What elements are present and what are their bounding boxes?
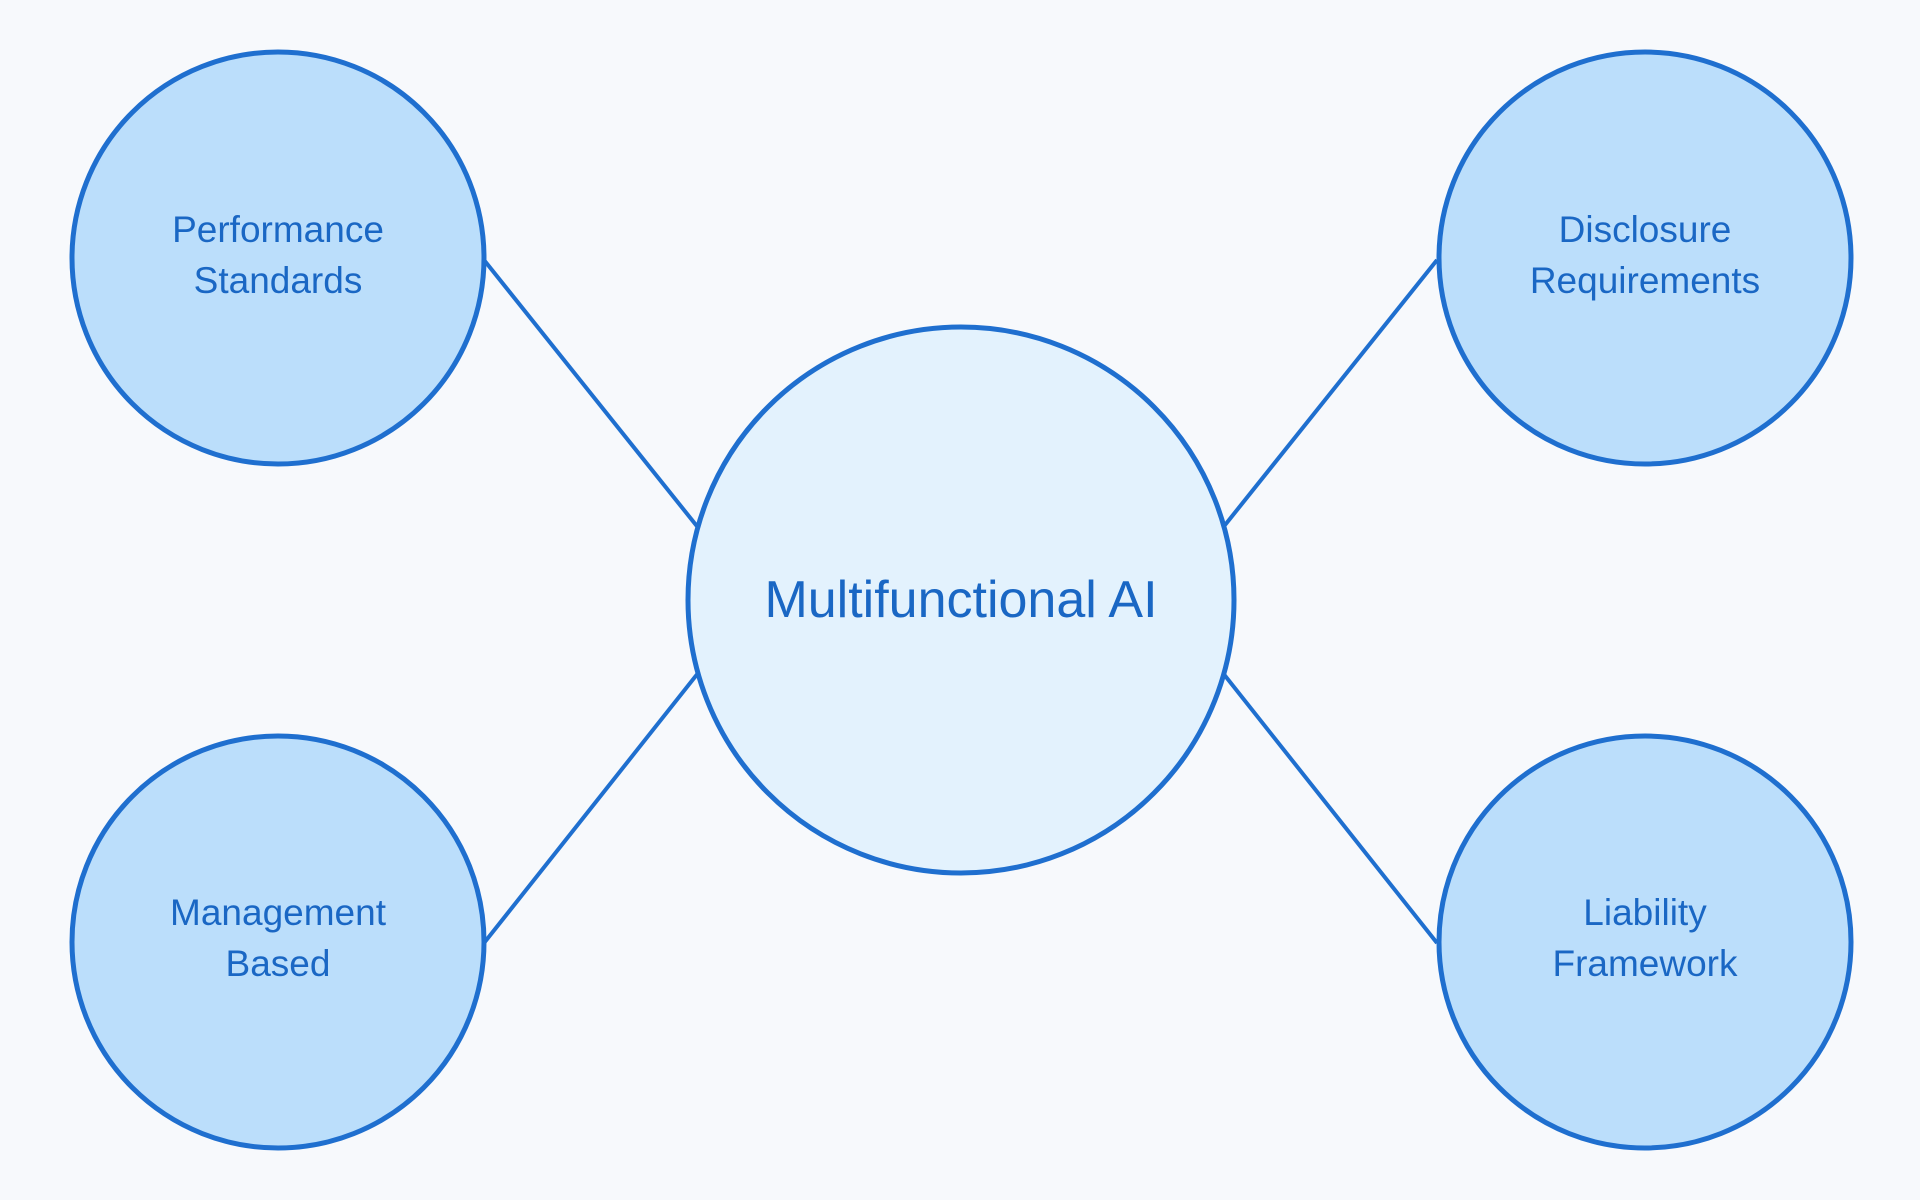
node-management-based[interactable]: Management Based: [69, 733, 487, 1151]
node-label: Requirements: [1530, 260, 1760, 301]
node-disclosure-requirements[interactable]: Disclosure Requirements: [1436, 49, 1854, 467]
node-circle: [69, 49, 487, 467]
node-circle: [1436, 49, 1854, 467]
node-label-line2: Based: [226, 943, 331, 984]
node-liability-framework[interactable]: Liability Framework: [1436, 733, 1854, 1151]
node-circle: [1436, 733, 1854, 1151]
node-label: Management: [170, 892, 387, 933]
node-label: Based: [226, 943, 331, 984]
node-label: Performance: [172, 209, 384, 250]
node-label-line2: Standards: [194, 260, 363, 301]
node-label-line1: Disclosure: [1559, 209, 1732, 250]
center-node-label: Multifunctional AI: [764, 571, 1157, 629]
center-node[interactable]: Multifunctional AI: [685, 324, 1237, 876]
node-label-line2: Requirements: [1530, 260, 1760, 301]
node-label: Framework: [1552, 943, 1738, 984]
node-label: Standards: [194, 260, 363, 301]
node-label-line2: Framework: [1552, 943, 1738, 984]
center-node-circle: [685, 324, 1237, 876]
node-circle: [69, 733, 487, 1151]
node-label: Disclosure: [1559, 209, 1732, 250]
node-label: Liability: [1583, 892, 1707, 933]
node-label-line1: Management: [170, 892, 387, 933]
node-performance-standards[interactable]: Performance Standards: [69, 49, 487, 467]
node-label-line1: Liability: [1583, 892, 1707, 933]
node-label-line1: Performance: [172, 209, 384, 250]
